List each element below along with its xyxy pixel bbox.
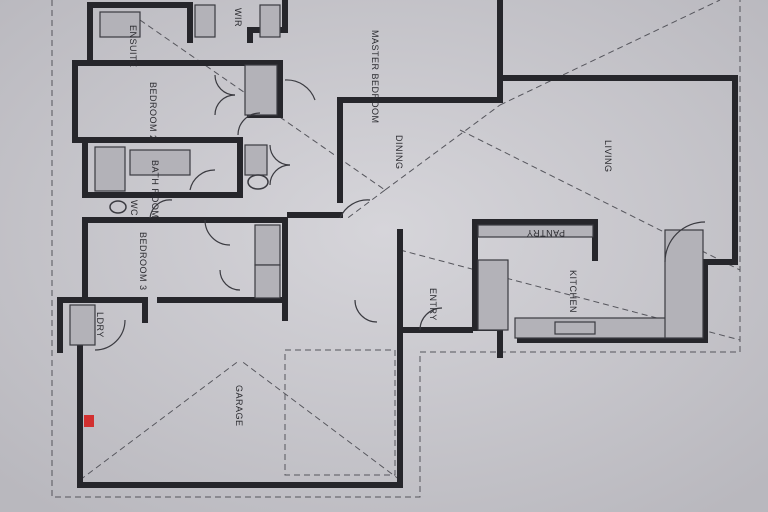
label-garage: GARAGE	[234, 385, 244, 427]
label-wc: WC	[129, 200, 139, 216]
fixtures	[69, 4, 704, 427]
label-entry: ENTRY	[428, 288, 438, 321]
label-pantry: PANTRY	[526, 228, 565, 238]
red-marker	[84, 415, 94, 427]
label-master-bedroom: MASTER BEDROOM	[370, 30, 380, 124]
label-ensuite: ENSUITE	[128, 25, 138, 68]
doors	[94, 74, 706, 351]
label-kitchen: KITCHEN	[568, 270, 578, 313]
walls	[57, 0, 738, 488]
label-dining: DINING	[394, 135, 404, 170]
label-laundry: LDRY	[95, 312, 105, 338]
label-wir: WIR	[233, 8, 243, 27]
label-bedroom-3: BEDROOM 3	[138, 232, 148, 291]
label-bathroom: BATH ROOM	[150, 160, 160, 218]
label-living: LIVING	[603, 140, 613, 173]
label-bedroom-2: BEDROOM 2	[148, 82, 158, 141]
room-labels: ENSUITE WIR MASTER BEDROOM BEDROOM 2 DIN…	[95, 8, 613, 427]
